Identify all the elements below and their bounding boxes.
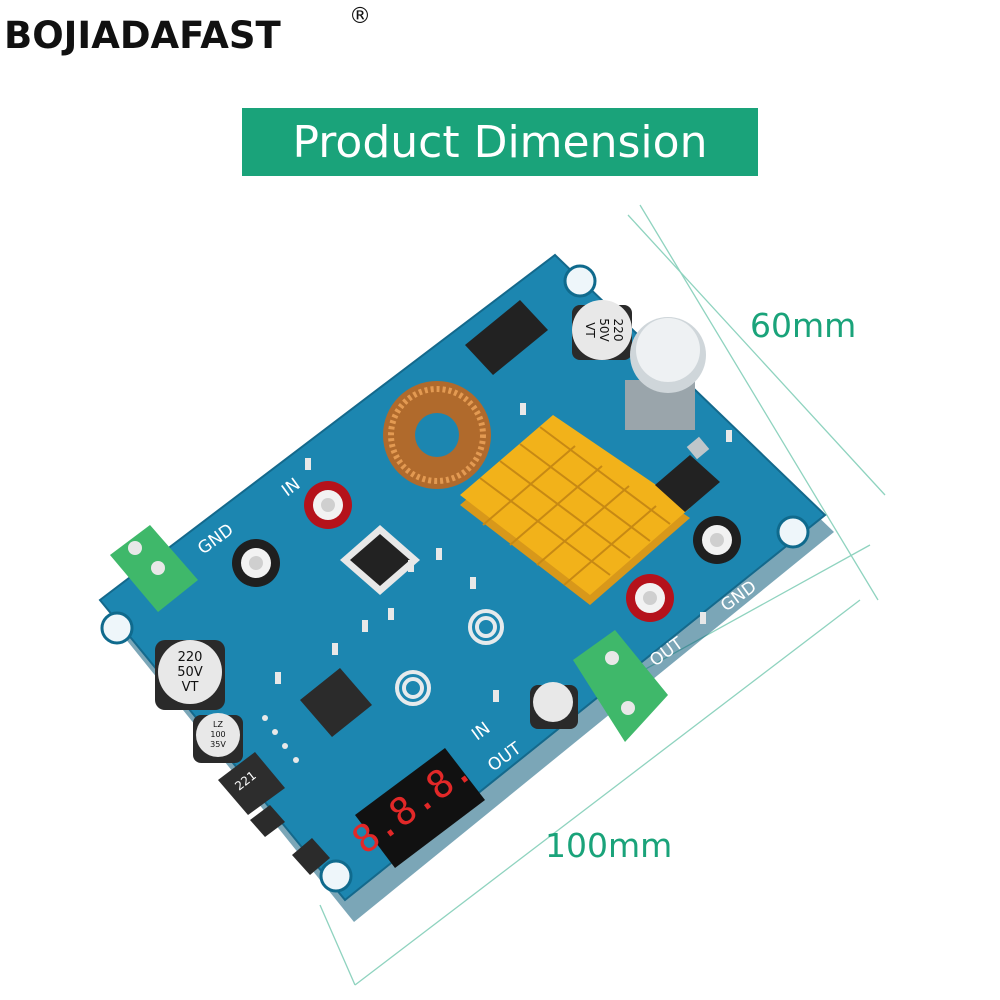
silkscreen-component-marks	[262, 403, 732, 763]
mounting-holes	[100, 264, 810, 893]
ic-cu5	[292, 838, 330, 875]
registered-mark: ®	[349, 4, 371, 29]
capacitor-small: LZ 100 35V	[193, 713, 243, 763]
terminal-post-gnd-right	[693, 516, 741, 564]
capacitor-mid	[530, 682, 578, 729]
cap-top-label-3: VT	[583, 322, 597, 338]
terminal-post-out	[626, 574, 674, 622]
mosfet-top	[465, 300, 548, 375]
small-cap-label-2: 100	[210, 730, 225, 739]
terminal-post-in	[304, 481, 352, 529]
terminal-post-gnd-left	[232, 539, 280, 587]
ic-tr	[250, 805, 285, 837]
screw-terminal-output	[573, 630, 668, 742]
smd-inductor: 221	[218, 752, 285, 815]
height-dimension-label: 60mm	[750, 306, 857, 345]
cap-left-label-2: 50V	[177, 665, 203, 680]
capacitor-top: 220 50V VT	[572, 300, 632, 360]
small-cap-label-3: 35V	[210, 740, 226, 749]
diode-d1	[340, 525, 420, 595]
title-banner: Product Dimension	[242, 108, 758, 176]
cap-left-label-1: 220	[178, 650, 203, 665]
width-dimension-label: 100mm	[545, 826, 673, 865]
brand-logo-text: BOJIADAFAST	[4, 14, 281, 57]
screw-terminal-input	[110, 525, 198, 612]
toroid-inductor	[383, 381, 491, 489]
small-cap-label-1: LZ	[213, 720, 223, 729]
title-text: Product Dimension	[292, 116, 708, 168]
cap-top-label-2: 50V	[597, 318, 611, 342]
cap-top-label-1: 220	[611, 319, 625, 342]
heatsink	[460, 415, 690, 605]
ic-u1	[300, 668, 372, 737]
transistor-q1	[655, 436, 720, 512]
cap-left-label-3: VT	[182, 680, 199, 695]
spring-contacts	[395, 609, 504, 706]
capacitor-left: 220 50V VT	[155, 640, 225, 710]
potentiometer	[625, 317, 706, 430]
